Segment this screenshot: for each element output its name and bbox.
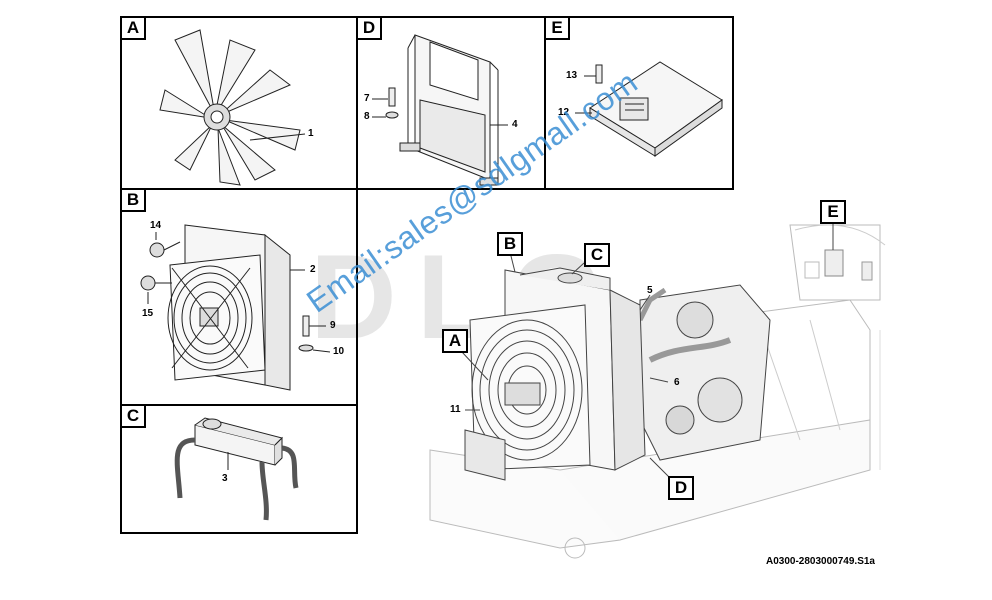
overview-callout-d: D <box>668 476 694 500</box>
panel-b-tag: B <box>120 188 146 212</box>
overview-callout-c: C <box>584 243 610 267</box>
part-number: 10 <box>333 346 345 357</box>
radiator-drawing <box>140 224 331 391</box>
controller-drawing <box>575 61 723 157</box>
part-number: 9 <box>330 320 336 331</box>
drawing-id: A0300-2803000749.S1a <box>766 556 875 567</box>
panel-e-tag: E <box>544 16 570 40</box>
part-number: 7 <box>364 93 370 104</box>
overview-callout-e: E <box>820 200 846 224</box>
part-number: 15 <box>142 308 154 319</box>
panel-e-frame <box>544 16 734 190</box>
part-number: 8 <box>364 111 370 122</box>
machine-drawing <box>429 222 886 559</box>
overview-callout-b: B <box>497 232 523 256</box>
panel-a-frame <box>120 16 358 190</box>
panel-a-tag: A <box>120 16 146 40</box>
part-number: 11 <box>450 404 461 415</box>
panel-c-tag: C <box>120 404 146 428</box>
part-number: 13 <box>566 70 578 81</box>
part-number: 4 <box>512 119 518 130</box>
fan-drawing <box>159 29 306 186</box>
panel-d-tag: D <box>356 16 382 40</box>
part-number: 3 <box>222 473 228 484</box>
hose-drawing <box>174 417 299 521</box>
frame-drawing <box>372 34 508 186</box>
part-number: 5 <box>647 285 653 296</box>
part-number: 14 <box>150 220 162 231</box>
panel-c-frame <box>120 404 358 534</box>
part-number: 2 <box>310 264 316 275</box>
part-number: 12 <box>558 107 570 118</box>
part-number: 1 <box>308 128 314 139</box>
part-number: 6 <box>674 377 680 388</box>
overview-callout-a: A <box>442 329 468 353</box>
